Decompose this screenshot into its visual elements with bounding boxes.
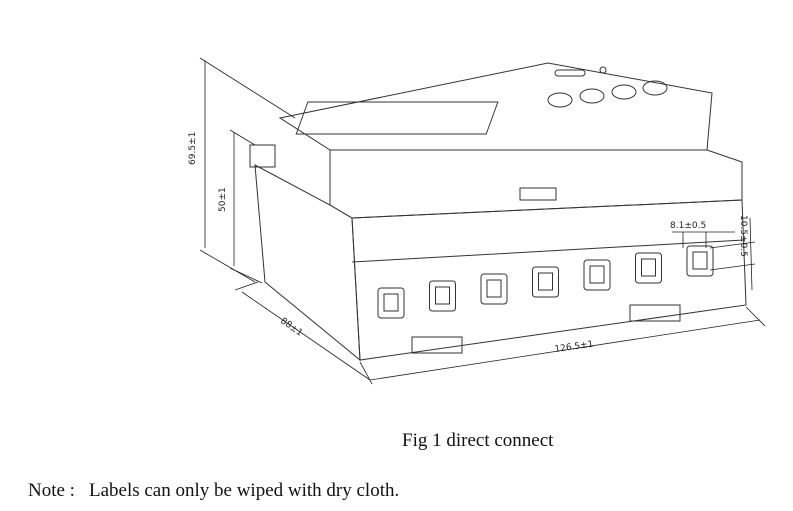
note-text: Labels can only be wiped with dry cloth. xyxy=(88,480,400,501)
terminal xyxy=(635,252,662,284)
dim-height-body: 50±1 xyxy=(218,187,228,212)
terminal-row xyxy=(377,245,714,319)
terminal xyxy=(429,280,456,312)
terminal xyxy=(583,259,611,291)
meter-left-side xyxy=(254,164,361,362)
buttons xyxy=(547,66,668,108)
terminal xyxy=(480,273,508,305)
meter-top-face xyxy=(278,62,713,151)
dim-terminal-height: 10.5±0.5 xyxy=(738,215,748,257)
note: Note : Labels can only be wiped with dry … xyxy=(28,480,399,502)
display-window xyxy=(295,101,499,135)
figure-caption: Fig 1 direct connect xyxy=(402,430,554,451)
meter-upper-front xyxy=(329,149,743,219)
meter-dimension-drawing: 69.5±1 50±1 88±1 126.5±1 8.1±0.5 10.5±0.… xyxy=(188,57,766,385)
terminal xyxy=(686,245,714,277)
dim-width: 126.5±1 xyxy=(554,340,594,355)
meter-lower-front xyxy=(351,199,747,361)
clip xyxy=(519,187,557,201)
dim-terminal-width: 8.1±0.5 xyxy=(670,221,706,231)
din-clip-right xyxy=(629,304,681,322)
note-label: Note : xyxy=(28,480,75,501)
dim-height-total: 69.5±1 xyxy=(188,132,198,165)
din-clip-left xyxy=(411,336,463,354)
side-clip xyxy=(249,144,276,168)
terminal xyxy=(532,266,559,298)
terminal xyxy=(377,287,405,319)
dim-depth: 88±1 xyxy=(278,316,304,338)
